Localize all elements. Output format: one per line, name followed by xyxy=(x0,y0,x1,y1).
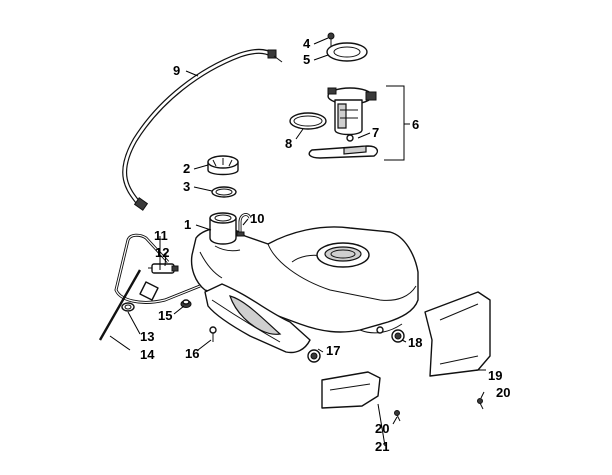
rubber-mount-rear xyxy=(391,329,405,343)
leader-lines xyxy=(109,37,486,447)
lower-tank-shield xyxy=(204,283,311,354)
fuel-strainer xyxy=(308,145,379,159)
callout-7: 7 xyxy=(372,125,379,140)
callout-11: 11 xyxy=(154,228,168,243)
callout-17: 17 xyxy=(326,343,340,358)
cap-seal-ring xyxy=(211,186,237,198)
callout-5: 5 xyxy=(303,52,310,67)
fuel-pump-assembly xyxy=(327,87,377,142)
screw-bottom xyxy=(394,410,401,422)
heat-shield-right xyxy=(424,291,491,377)
drain-tube-bracket xyxy=(98,233,201,341)
screw-right xyxy=(477,398,484,410)
gas-cap xyxy=(207,155,239,176)
grommet xyxy=(180,299,192,308)
callout-labels: 1 2 3 4 5 6 7 8 9 10 11 12 13 14 15 16 1… xyxy=(140,36,510,454)
callout-20: 20 xyxy=(496,385,510,400)
callout-18: 18 xyxy=(408,335,422,350)
callout-3: 3 xyxy=(183,179,190,194)
callout-13: 13 xyxy=(140,329,154,344)
callout-2: 2 xyxy=(183,161,190,176)
callout-1: 1 xyxy=(184,217,191,232)
callout-9: 9 xyxy=(173,63,180,78)
pump-gasket xyxy=(289,112,327,130)
callout-12: 12 xyxy=(155,245,169,260)
fuel-valve xyxy=(148,263,179,274)
callout-10: 10 xyxy=(250,211,264,226)
hose-clamp xyxy=(121,302,135,312)
heat-shield-bottom xyxy=(321,371,381,409)
callout-6: 6 xyxy=(412,117,419,132)
callout-19: 19 xyxy=(488,368,502,383)
retaining-ring xyxy=(326,42,368,62)
callout-20b: 20 xyxy=(375,421,389,436)
callout-14: 14 xyxy=(140,347,155,362)
callout-4: 4 xyxy=(303,36,311,51)
bolt xyxy=(209,326,217,342)
callout-15: 15 xyxy=(158,308,172,323)
rubber-mount-front xyxy=(307,349,321,363)
vent-fitting xyxy=(236,213,252,237)
callout-16: 16 xyxy=(185,346,199,361)
callout-8: 8 xyxy=(285,136,292,151)
callout-21: 21 xyxy=(375,439,389,454)
vent-hose xyxy=(122,48,283,211)
